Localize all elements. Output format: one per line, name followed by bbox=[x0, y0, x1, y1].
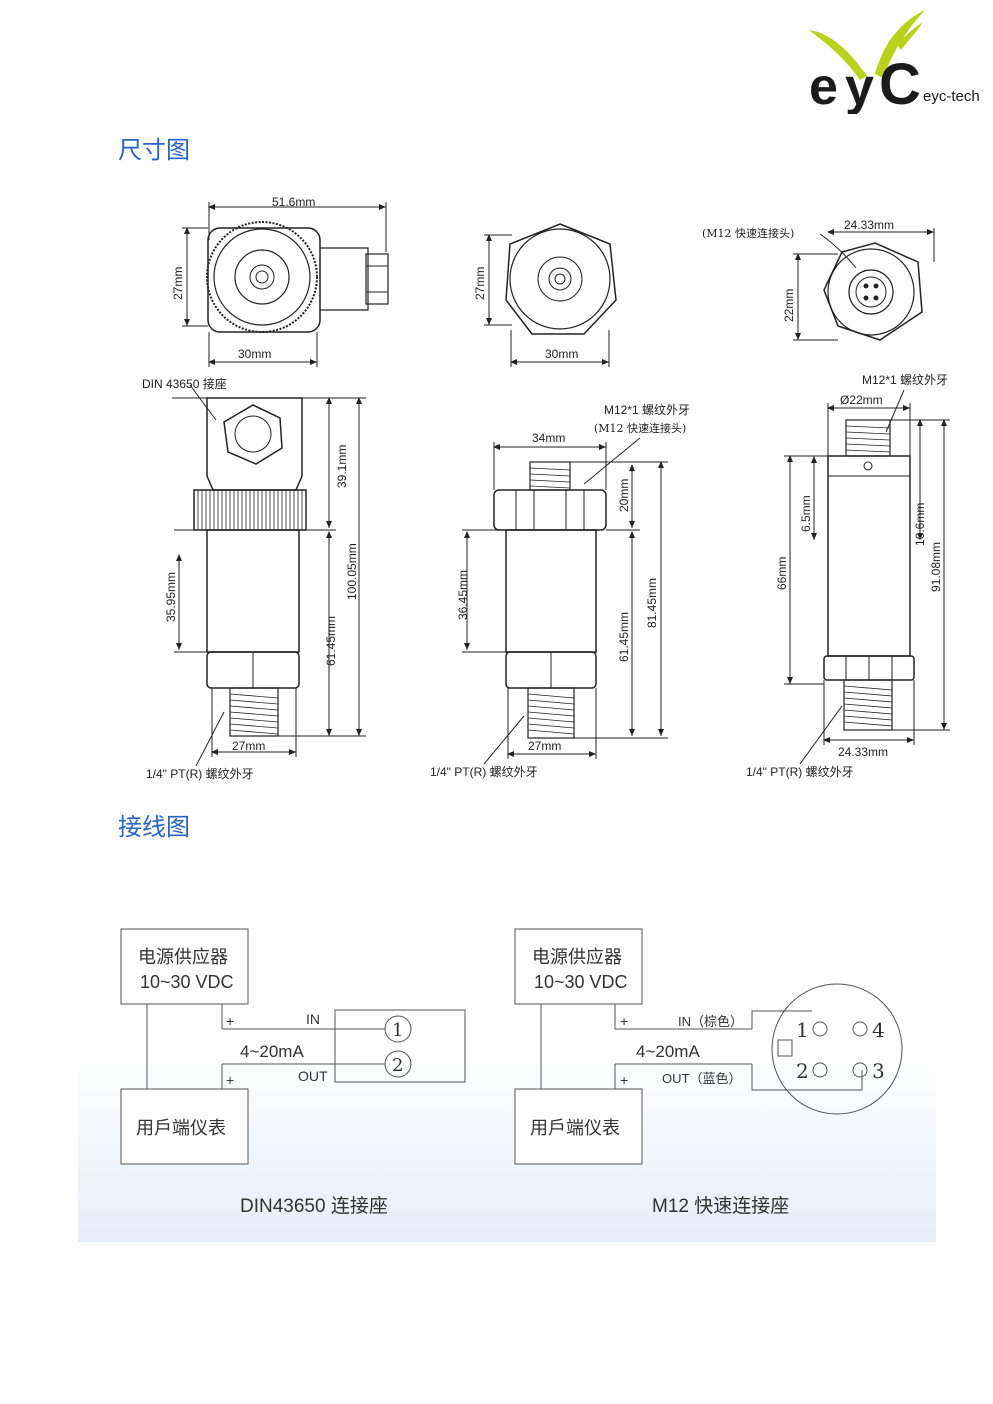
m12-pin-1: 1 bbox=[796, 1018, 809, 1042]
mid-h8145-label: 81.45mm bbox=[645, 578, 659, 628]
mid-m12-label-1: M12*1 螺纹外牙 bbox=[604, 403, 690, 417]
din-h6145-label: 61.45mm bbox=[324, 616, 338, 666]
svg-text:e: e bbox=[809, 58, 838, 114]
din-h100-label: 100.05mm bbox=[345, 543, 359, 600]
svg-text:C: C bbox=[879, 52, 921, 114]
right-m12-note: (M12 快速连接头) bbox=[702, 227, 794, 240]
din-side-view bbox=[172, 384, 366, 767]
din-connector-label: DIN 43650 接座 bbox=[142, 376, 227, 391]
right-h66-label: 66mm bbox=[775, 557, 789, 590]
wiring-title: 接线图 bbox=[118, 813, 190, 841]
right-top-view bbox=[793, 228, 935, 341]
right-h9108-label: 91.08mm bbox=[929, 542, 943, 592]
right-side-view bbox=[784, 389, 950, 765]
right-height-22-label: 22mm bbox=[782, 289, 796, 322]
m12-pin-4: 4 bbox=[872, 1018, 885, 1042]
din-height-top-label: 27mm bbox=[171, 267, 185, 300]
mid-height-top-label: 27mm bbox=[473, 267, 487, 300]
din-width-top-label: 51.6mm bbox=[272, 195, 315, 209]
mid-h3645-label: 36.45mm bbox=[456, 570, 470, 620]
mid-w34-label: 34mm bbox=[532, 431, 565, 445]
m12-power-label-2: 10~30 VDC bbox=[534, 972, 628, 992]
din-h39-label: 39.1mm bbox=[335, 445, 349, 488]
right-w2433-bottom-label: 24.33mm bbox=[838, 745, 888, 759]
din-thread-label: 1/4" PT(R) 螺纹外牙 bbox=[146, 767, 254, 781]
m12-pin-2: 2 bbox=[796, 1059, 809, 1083]
din-h3595-label: 35.95mm bbox=[164, 572, 178, 622]
din-in-label: IN bbox=[306, 1011, 320, 1027]
right-thread-label: 1/4" PT(R) 螺纹外牙 bbox=[746, 765, 854, 779]
dimension-drawings: 51.6mm 27mm 30mm 27mm 30mm (M12 快速连接头) 2… bbox=[142, 195, 950, 781]
svg-text:eyc-tech: eyc-tech bbox=[923, 88, 980, 105]
din-power-label-1: 电源供应器 bbox=[138, 947, 228, 968]
dimensions-title: 尺寸图 bbox=[118, 136, 190, 164]
din-current-label: 4~20mA bbox=[240, 1042, 304, 1061]
din-pin-2: 2 bbox=[392, 1055, 403, 1076]
din-meter-label: 用戶端仪表 bbox=[136, 1118, 226, 1139]
right-d22-label: Ø22mm bbox=[840, 393, 883, 407]
mid-w27-label: 27mm bbox=[528, 739, 561, 753]
din-power-label-2: 10~30 VDC bbox=[140, 972, 234, 992]
m12-wiring bbox=[514, 928, 903, 1165]
right-h166-label: 16.6mm bbox=[913, 503, 927, 546]
m12-power-label-1: 电源供应器 bbox=[532, 947, 622, 968]
m12-plus-1: + bbox=[620, 1013, 628, 1029]
din-w27-label: 27mm bbox=[232, 739, 265, 753]
m12-in-label: IN（棕色） bbox=[678, 1014, 743, 1029]
svg-text:y: y bbox=[845, 58, 874, 114]
m12-plus-2: + bbox=[620, 1072, 628, 1088]
mid-thread-label: 1/4" PT(R) 螺纹外牙 bbox=[430, 765, 538, 779]
eyc-tech-logo: e y C eyc-tech bbox=[805, 4, 985, 117]
mid-h6145-label: 61.45mm bbox=[617, 612, 631, 662]
din-out-label: OUT bbox=[298, 1068, 328, 1084]
m12-pin-3: 3 bbox=[872, 1059, 885, 1083]
din-plus-1: + bbox=[226, 1013, 234, 1029]
din-pin-1: 1 bbox=[392, 1020, 403, 1041]
din-top-view bbox=[182, 202, 389, 367]
din-width-30-label: 30mm bbox=[238, 347, 271, 361]
wiring-diagrams: 电源供应器 10~30 VDC + + IN OUT 4~20mA 1 2 用戶… bbox=[120, 928, 903, 1217]
right-h65-label: 6.5mm bbox=[799, 495, 813, 532]
din-caption: DIN43650 连接座 bbox=[240, 1195, 388, 1217]
m12-caption: M12 快速连接座 bbox=[652, 1195, 789, 1217]
mid-top-view bbox=[484, 223, 617, 367]
right-m12-label: M12*1 螺纹外牙 bbox=[862, 373, 948, 387]
mid-m12-label-2: (M12 快速连接头) bbox=[594, 422, 686, 435]
right-width-top-label: 24.33mm bbox=[844, 218, 894, 232]
m12-meter-label: 用戶端仪表 bbox=[530, 1118, 620, 1139]
mid-width-30-label: 30mm bbox=[545, 347, 578, 361]
m12-out-label: OUT（蓝色） bbox=[662, 1071, 741, 1086]
m12-current-label: 4~20mA bbox=[636, 1042, 700, 1061]
din-plus-2: + bbox=[226, 1072, 234, 1088]
mid-h20-label: 20mm bbox=[617, 479, 631, 512]
din-wiring bbox=[120, 928, 466, 1165]
mid-side-view bbox=[462, 437, 668, 765]
